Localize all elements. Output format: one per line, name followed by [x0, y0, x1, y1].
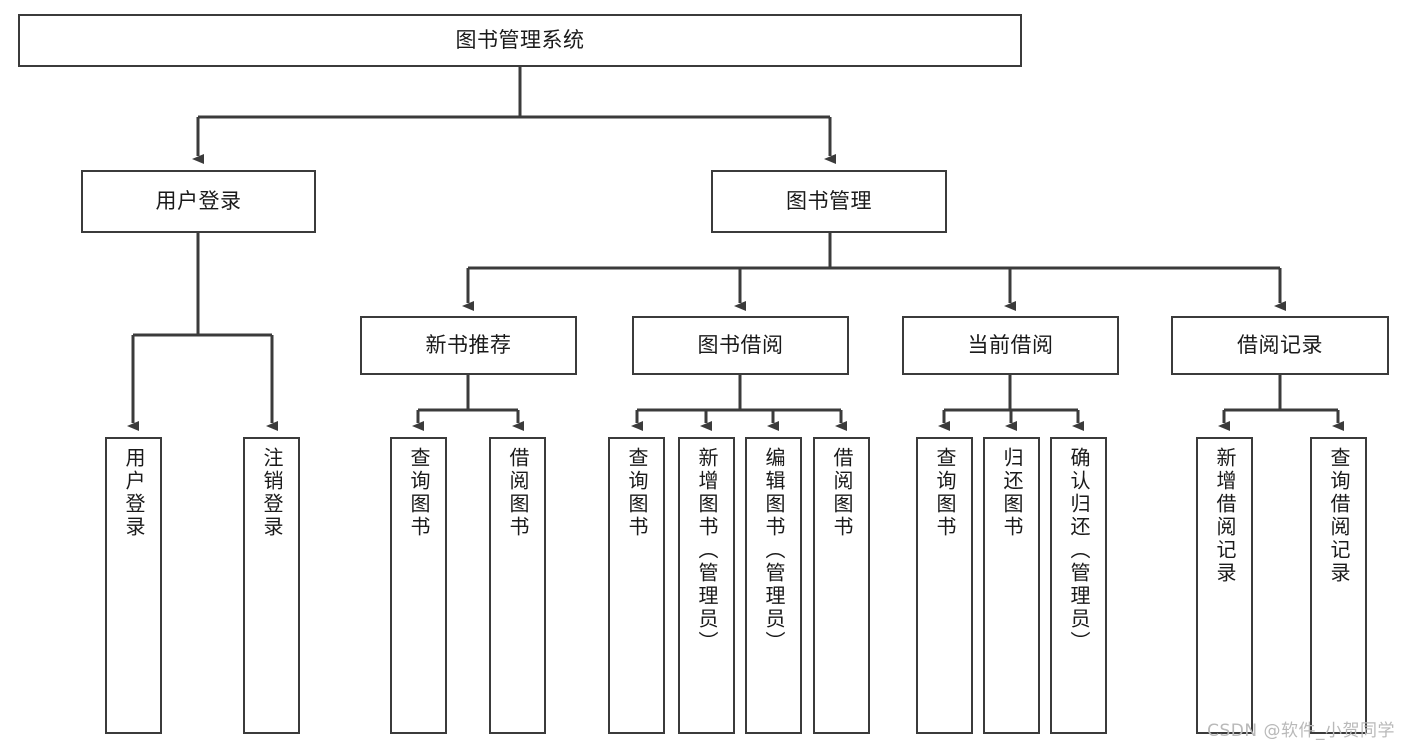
node-user-login-label: 用户登录 [155, 189, 242, 214]
node-current-borrow-label: 当前借阅 [967, 333, 1054, 358]
node-leaf-add-record-label: 新增借阅记录 [1213, 447, 1237, 585]
node-leaf-confirm-return-label: 确认归还（管理员） [1067, 447, 1091, 654]
node-current-borrow[interactable]: 当前借阅 [902, 316, 1119, 375]
node-leaf-borrow-book-1-label: 借阅图书 [506, 447, 530, 539]
node-leaf-query-book-3-label: 查询图书 [933, 447, 957, 539]
node-leaf-edit-book-label: 编辑图书（管理员） [762, 447, 786, 654]
node-leaf-user-login[interactable]: 用户登录 [105, 437, 162, 734]
node-leaf-query-book-1-label: 查询图书 [407, 447, 431, 539]
node-leaf-logout-login-label: 注销登录 [260, 447, 284, 539]
node-book-borrow-label: 图书借阅 [697, 333, 784, 358]
node-leaf-query-record-label: 查询借阅记录 [1327, 447, 1351, 585]
node-leaf-edit-book[interactable]: 编辑图书（管理员） [745, 437, 802, 734]
node-leaf-add-book-label: 新增图书（管理员） [695, 447, 719, 654]
node-leaf-query-book-2[interactable]: 查询图书 [608, 437, 665, 734]
node-root-label: 图书管理系统 [455, 28, 585, 53]
node-leaf-borrow-book-2-label: 借阅图书 [830, 447, 854, 539]
node-new-book-recommend-label: 新书推荐 [425, 333, 512, 358]
node-leaf-add-book[interactable]: 新增图书（管理员） [678, 437, 735, 734]
node-leaf-borrow-book-2[interactable]: 借阅图书 [813, 437, 870, 734]
node-book-borrow[interactable]: 图书借阅 [632, 316, 849, 375]
node-leaf-query-book-3[interactable]: 查询图书 [916, 437, 973, 734]
node-leaf-add-record[interactable]: 新增借阅记录 [1196, 437, 1253, 734]
node-leaf-return-book[interactable]: 归还图书 [983, 437, 1040, 734]
node-leaf-query-record[interactable]: 查询借阅记录 [1310, 437, 1367, 734]
node-root[interactable]: 图书管理系统 [18, 14, 1022, 67]
node-leaf-logout-login[interactable]: 注销登录 [243, 437, 300, 734]
node-leaf-query-book-2-label: 查询图书 [625, 447, 649, 539]
node-borrow-record-label: 借阅记录 [1237, 333, 1323, 358]
node-book-manage[interactable]: 图书管理 [711, 170, 947, 233]
node-book-manage-label: 图书管理 [786, 189, 872, 214]
node-new-book-recommend[interactable]: 新书推荐 [360, 316, 577, 375]
node-leaf-user-login-label: 用户登录 [122, 447, 146, 539]
node-leaf-return-book-label: 归还图书 [1000, 447, 1024, 539]
node-leaf-confirm-return[interactable]: 确认归还（管理员） [1050, 437, 1107, 734]
node-borrow-record[interactable]: 借阅记录 [1171, 316, 1389, 375]
node-leaf-borrow-book-1[interactable]: 借阅图书 [489, 437, 546, 734]
node-user-login[interactable]: 用户登录 [81, 170, 316, 233]
node-leaf-query-book-1[interactable]: 查询图书 [390, 437, 447, 734]
